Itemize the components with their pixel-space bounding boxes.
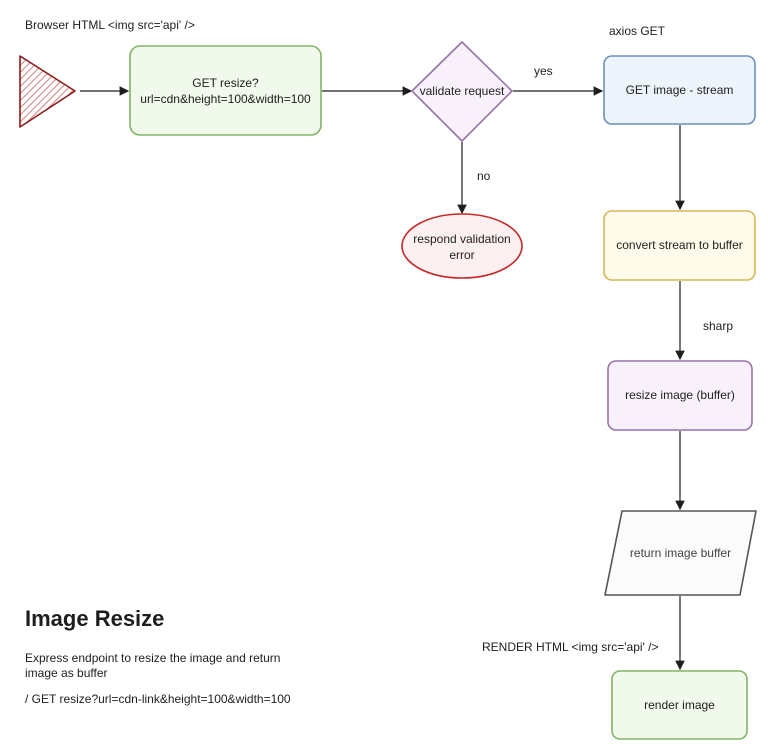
node-convert <box>603 210 756 281</box>
node-render-label: render image <box>644 698 715 712</box>
start-triangle <box>19 55 76 128</box>
diagram-description: Express endpoint to resize the image and… <box>25 651 315 681</box>
node-get-image-label: GET image - stream <box>625 83 734 97</box>
node-render <box>611 670 748 740</box>
diagram-title: Image Resize <box>25 606 165 631</box>
node-convert-label: convert stream to buffer <box>616 238 743 252</box>
node-resize <box>607 360 753 431</box>
node-return-buffer-label: return image buffer <box>629 546 732 560</box>
node-get-resize <box>129 45 322 136</box>
caption-render-html: RENDER HTML <img src='api' /> <box>482 640 659 654</box>
node-validate-label: validate request <box>419 84 505 98</box>
node-resize-label: resize image (buffer) <box>625 388 735 402</box>
node-return-buffer <box>604 510 757 596</box>
edge-label-yes: yes <box>534 64 553 78</box>
node-respond-error <box>401 213 523 279</box>
node-get-resize-label: GET resize? url=cdn&height=100&width=100 <box>130 75 321 107</box>
edge-label-sharp: sharp <box>703 319 734 333</box>
node-validate-diamond <box>411 41 513 142</box>
caption-axios: axios GET <box>609 24 666 38</box>
node-respond-error-line1: respond validation <box>413 232 511 246</box>
caption-browser: Browser HTML <img src='api' /> <box>25 18 195 32</box>
node-respond-error-label: respond validation error <box>402 231 522 263</box>
node-get-resize-line2: url=cdn&height=100&width=100 <box>140 92 311 106</box>
endpoint-text: / GET resize?url=cdn-link&height=100&wid… <box>25 692 291 706</box>
edge-label-no: no <box>477 169 491 183</box>
description-line1: Express endpoint to resize the image and… <box>25 651 281 665</box>
node-get-resize-line1: GET resize? <box>192 76 259 90</box>
description-line2: image as buffer <box>25 666 108 680</box>
node-get-image <box>603 55 756 125</box>
node-respond-error-line2: error <box>449 248 475 262</box>
